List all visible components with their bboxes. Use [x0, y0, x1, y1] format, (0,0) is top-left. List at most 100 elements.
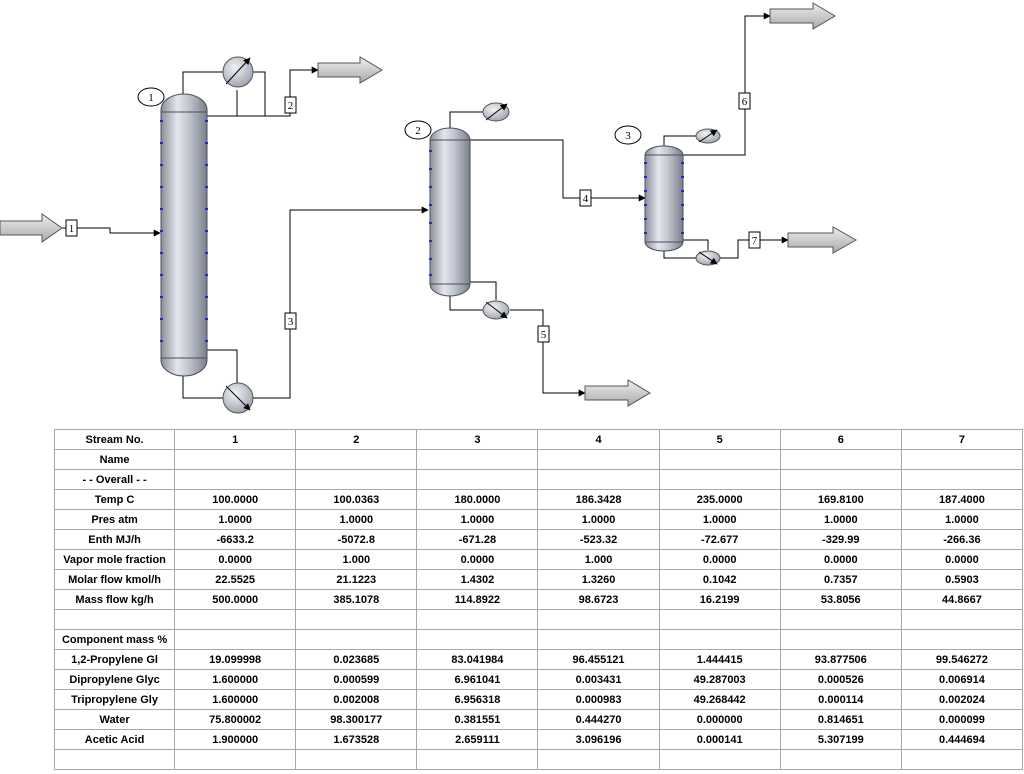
- table-cell: 1.0000: [416, 509, 539, 530]
- table-cell: 2.659111: [416, 729, 539, 750]
- row-label-cell: Pres atm: [53, 509, 176, 530]
- row-label-cell: Temp C: [53, 489, 176, 510]
- table-row: - - Overall - -: [53, 469, 1024, 490]
- product-arrow-2: [317, 56, 383, 84]
- table-cell: 96.455121: [537, 649, 660, 670]
- table-cell: [537, 629, 660, 650]
- table-cell: 1.4302: [416, 569, 539, 590]
- row-label-cell: Enth MJ/h: [53, 529, 176, 550]
- table-cell: 1.444415: [658, 649, 781, 670]
- table-cell: 98.6723: [537, 589, 660, 610]
- reboiler-2-icon: [482, 300, 510, 320]
- table-cell: 0.444270: [537, 709, 660, 730]
- table-cell: 0.000141: [658, 729, 781, 750]
- table-row: [53, 609, 1024, 630]
- table-cell: 83.041984: [416, 649, 539, 670]
- reboiler-3-icon: [695, 250, 721, 266]
- table-cell: [900, 629, 1024, 650]
- table-cell: [174, 629, 297, 650]
- stream-lines: [62, 12, 789, 399]
- stream-label-1: 1: [65, 219, 78, 237]
- table-cell: 3.096196: [537, 729, 660, 750]
- table-cell: [900, 609, 1024, 630]
- table-cell: [779, 629, 902, 650]
- row-label-cell: Vapor mole fraction: [53, 549, 176, 570]
- svg-text:1: 1: [148, 92, 154, 104]
- table-cell: 187.4000: [900, 489, 1024, 510]
- table-cell: 1.000: [295, 549, 418, 570]
- table-cell: [658, 469, 781, 490]
- table-cell: 0.444694: [900, 729, 1024, 750]
- stream-label-5: 5: [537, 325, 550, 343]
- stream-label-7: 7: [748, 231, 761, 249]
- svg-text:3: 3: [625, 130, 631, 142]
- svg-text:3: 3: [288, 316, 294, 328]
- table-cell: 0.000114: [779, 689, 902, 710]
- header-cell: 1: [174, 429, 297, 450]
- svg-text:7: 7: [752, 235, 758, 247]
- table-cell: 1.0000: [900, 509, 1024, 530]
- table-cell: 0.0000: [174, 549, 297, 570]
- stream-label-2: 2: [284, 96, 297, 114]
- header-cell: 7: [900, 429, 1024, 450]
- table-cell: -266.36: [900, 529, 1024, 550]
- table-cell: 1.0000: [779, 509, 902, 530]
- table-cell: [416, 609, 539, 630]
- table-cell: 0.0000: [779, 549, 902, 570]
- table-cell: 0.1042: [658, 569, 781, 590]
- row-label-cell: Molar flow kmol/h: [53, 569, 176, 590]
- table-cell: 0.0000: [658, 549, 781, 570]
- row-label-cell: Water: [53, 709, 176, 730]
- table-cell: [900, 469, 1024, 490]
- table-cell: 0.003431: [537, 669, 660, 690]
- row-label-cell: Acetic Acid: [53, 729, 176, 750]
- table-cell: 19.099998: [174, 649, 297, 670]
- table-cell: 5.307199: [779, 729, 902, 750]
- table-cell: 1.600000: [174, 669, 297, 690]
- table-cell: [658, 629, 781, 650]
- table-cell: 169.8100: [779, 489, 902, 510]
- svg-text:2: 2: [288, 100, 294, 112]
- table-cell: 6.956318: [416, 689, 539, 710]
- table-cell: -671.28: [416, 529, 539, 550]
- table-cell: 22.5525: [174, 569, 297, 590]
- process-flowsheet: 1 2 3 1 2 3 4 5 6 7: [0, 2, 858, 414]
- table-cell: 99.546272: [900, 649, 1024, 670]
- table-cell: [295, 449, 418, 470]
- svg-text:2: 2: [415, 125, 421, 137]
- table-cell: [537, 449, 660, 470]
- table-cell: [658, 749, 781, 770]
- table-cell: [416, 469, 539, 490]
- header-label-cell: Stream No.: [53, 429, 176, 450]
- row-label-cell: Dipropylene Glyc: [53, 669, 176, 690]
- table-cell: [295, 749, 418, 770]
- table-cell: 0.0000: [900, 549, 1024, 570]
- table-row: Name: [53, 449, 1024, 470]
- table-cell: 500.0000: [174, 589, 297, 610]
- row-label-cell: Name: [53, 449, 176, 470]
- table-cell: 0.002024: [900, 689, 1024, 710]
- svg-text:4: 4: [583, 193, 589, 205]
- table-cell: 1.0000: [537, 509, 660, 530]
- column-label-3: 3: [614, 125, 642, 145]
- table-cell: 100.0000: [174, 489, 297, 510]
- table-row: Component mass %: [53, 629, 1024, 650]
- table-cell: 0.814651: [779, 709, 902, 730]
- table-cell: 114.8922: [416, 589, 539, 610]
- table-cell: -5072.8: [295, 529, 418, 550]
- table-cell: 1.673528: [295, 729, 418, 750]
- table-cell: [900, 749, 1024, 770]
- table-cell: -329.99: [779, 529, 902, 550]
- header-cell: 3: [416, 429, 539, 450]
- table-cell: 100.0363: [295, 489, 418, 510]
- product-arrow-5: [584, 379, 651, 407]
- table-cell: [416, 449, 539, 470]
- table-cell: 1.000: [537, 549, 660, 570]
- row-label-cell: Component mass %: [53, 629, 176, 650]
